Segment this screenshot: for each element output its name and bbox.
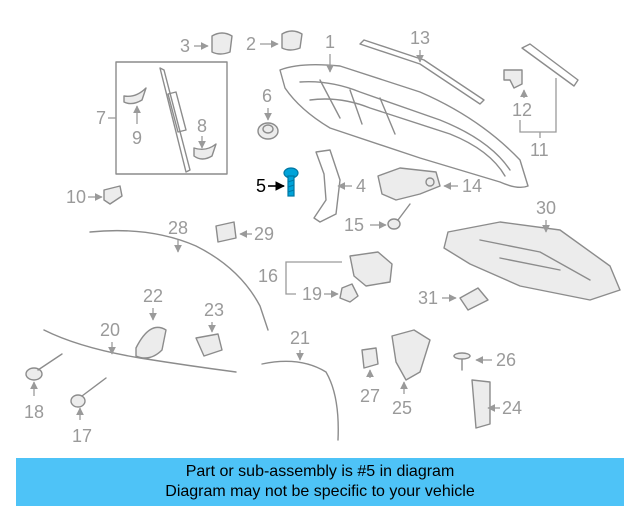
strut-bracket-9[interactable] [123, 87, 147, 105]
hood-latch-14[interactable] [377, 167, 441, 201]
callout-20: 20 [100, 320, 120, 340]
bracket-12[interactable] [503, 69, 523, 89]
clip-27[interactable] [361, 347, 379, 369]
callout-18: 18 [24, 402, 44, 422]
release-cable-28[interactable] [89, 229, 269, 331]
callout-16: 16 [258, 266, 278, 286]
callout-5: 5 [256, 176, 266, 196]
hood-bumper-2[interactable] [281, 30, 303, 51]
callout-31: 31 [418, 288, 438, 308]
leader-16 [285, 261, 342, 295]
cable-21[interactable] [261, 360, 339, 441]
weatherstrip-11[interactable] [521, 43, 579, 87]
callout-1: 1 [325, 32, 335, 52]
parts-diagram: 1 2 3 7 9 8 6 5 4 [24, 28, 621, 446]
bolt-5-highlighted[interactable] [283, 167, 299, 197]
callout-30: 30 [536, 198, 556, 218]
bracket-16[interactable] [349, 251, 393, 287]
callout-6: 6 [262, 86, 272, 106]
clip-31[interactable] [459, 287, 489, 311]
support-strut[interactable] [159, 67, 191, 173]
callout-3: 3 [180, 36, 190, 56]
callout-12: 12 [512, 100, 532, 120]
bolt-15[interactable] [387, 203, 411, 230]
handle-22[interactable] [135, 326, 167, 359]
callout-24: 24 [502, 398, 522, 418]
callout-9: 9 [132, 128, 142, 148]
callout-17: 17 [72, 426, 92, 446]
callout-27: 27 [360, 386, 380, 406]
callout-28: 28 [168, 218, 188, 238]
strut-bracket-8[interactable] [193, 143, 217, 160]
callout-4: 4 [356, 176, 366, 196]
bumper-19[interactable] [339, 283, 359, 303]
grommet-6[interactable] [257, 122, 279, 140]
clip-29[interactable] [215, 221, 237, 243]
bracket-24[interactable] [471, 379, 491, 429]
hood-hinge-4[interactable] [313, 149, 341, 223]
callout-23: 23 [204, 300, 224, 320]
leader-11 [519, 78, 557, 138]
callout-2: 2 [246, 34, 256, 54]
cable-20[interactable] [43, 329, 237, 373]
pin-26[interactable] [453, 352, 471, 371]
callout-8: 8 [197, 116, 207, 136]
info-banner: Part or sub-assembly is #5 in diagram Di… [16, 458, 624, 506]
callout-25: 25 [392, 398, 412, 418]
screw-17[interactable] [70, 377, 107, 408]
callout-21: 21 [290, 328, 310, 348]
banner-line-2: Diagram may not be specific to your vehi… [165, 483, 475, 500]
hood-insulator-30[interactable] [443, 221, 621, 301]
callout-7: 7 [96, 108, 106, 128]
seal-13[interactable] [359, 39, 485, 105]
hood-bumper-3[interactable] [211, 32, 233, 55]
clip-10[interactable] [103, 185, 123, 205]
callout-11: 11 [530, 140, 549, 160]
callout-29: 29 [254, 224, 274, 244]
handle-23[interactable] [195, 333, 223, 357]
callout-26: 26 [496, 350, 516, 370]
callout-14: 14 [462, 176, 482, 196]
callout-15: 15 [344, 215, 364, 235]
callout-19: 19 [302, 284, 322, 304]
bracket-25[interactable] [391, 329, 431, 381]
screw-18[interactable] [25, 353, 63, 381]
callout-22: 22 [143, 286, 163, 306]
banner-line-1: Part or sub-assembly is #5 in diagram [185, 463, 455, 480]
callout-10: 10 [66, 187, 86, 207]
callout-13: 13 [410, 28, 430, 48]
